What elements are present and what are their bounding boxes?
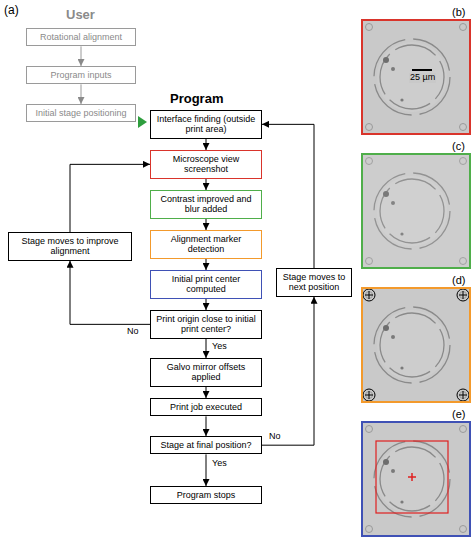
user-step-box: Initial stage positioning [26,104,136,122]
box-text: Initial print center computed [155,274,257,295]
section-heading: Program [170,92,223,106]
panel-border [362,154,470,268]
detected-marker [365,291,373,299]
micrograph [362,154,470,268]
flow-arrow [206,416,207,436]
loop-box: Stage moves to improve alignment [8,232,132,261]
start-triangle [138,116,147,128]
flow-arrow [70,164,150,232]
panel-border [362,422,470,536]
panel-letter: (d) [452,274,465,286]
box-text: Print job executed [155,402,257,412]
flow-arrow [262,297,314,445]
flow-arrow [206,139,207,150]
flow-arrow [206,454,207,486]
box-text: Initial stage positioning [31,108,131,118]
detected-marker [365,391,373,399]
box-text: Rotational alignment [31,32,131,42]
edge-label: Yes [211,342,228,352]
box-text: Stage moves to improve alignment [13,236,127,257]
user-step-box: Rotational alignment [26,28,136,46]
process-box: Print job executed [150,398,262,416]
box-text: Stage at final position? [155,440,257,450]
scale-bar [412,69,432,71]
process-box: Contrast improved and blur added [150,190,262,219]
detected-markers [363,289,469,401]
flow-arrow [81,46,82,66]
decision-box: Print origin close to initial print cent… [150,310,262,339]
loop-box: Stage moves to next position [276,268,352,297]
edge-label: No [268,432,282,442]
box-text: Program inputs [31,70,131,80]
micrograph [362,20,470,134]
terminal-box: Program stops [150,486,262,504]
box-text: Microscope view screenshot [155,154,257,175]
detected-marker [457,389,469,401]
detected-marker [459,391,467,399]
flow-arrow [206,339,207,358]
process-box: Alignment marker detection [150,230,262,259]
detected-marker [363,389,375,401]
flow-arrow [206,299,207,310]
detected-marker [457,289,469,301]
contrast-overlay [362,154,470,268]
process-box: Galvo mirror offsets applied [150,358,262,387]
section-heading: User [66,8,95,22]
flow-arrow [206,219,207,230]
flow-arrow [206,179,207,190]
edge-label: No [126,327,140,337]
box-text: Interface finding (outside print area) [155,114,257,135]
micrograph [362,422,470,536]
box-text: Alignment marker detection [155,234,257,255]
panel-letter: (b) [452,6,465,18]
process-box: Initial print center computed [150,270,262,299]
panel-border [362,288,470,402]
flow-arrow [262,124,314,268]
process-box: Microscope view screenshot [150,150,262,179]
flow-arrow [206,387,207,398]
box-text: Contrast improved and blur added [155,194,257,215]
box-text: Program stops [155,490,257,500]
edge-label: Yes [211,459,228,469]
process-box: Interface finding (outside print area) [150,110,262,139]
detected-marker [459,291,467,299]
detected-marker [363,289,375,301]
panel-letter: (e) [452,408,465,420]
box-text: Stage moves to next position [281,272,347,293]
box-text: Galvo mirror offsets applied [155,362,257,383]
flow-arrow [70,261,150,325]
micrograph [362,288,470,402]
decision-box: Stage at final position? [150,436,262,454]
user-step-box: Program inputs [26,66,136,84]
panel-letter: (c) [452,140,465,152]
box-text: Print origin close to initial print cent… [155,314,257,335]
flow-arrow [81,84,82,104]
scale-label: 25 µm [409,73,436,83]
flow-arrow [206,259,207,270]
panel-border [362,20,470,134]
print-center [408,473,416,481]
panel-letter: (a) [4,4,19,17]
print-area [376,441,448,513]
